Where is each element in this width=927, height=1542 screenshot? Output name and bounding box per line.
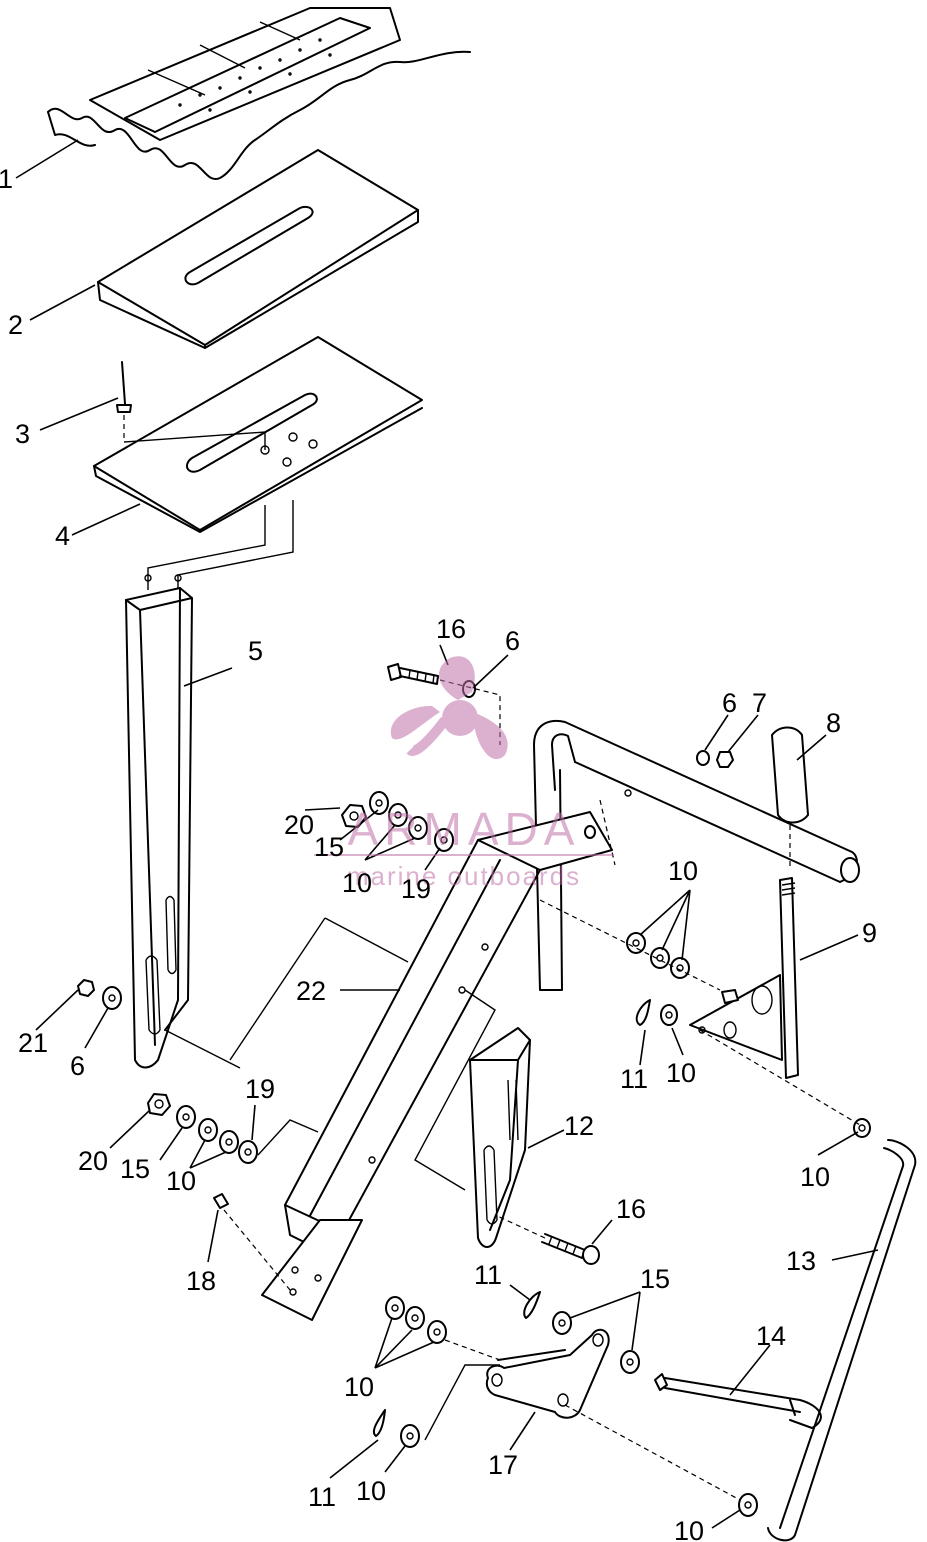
callout-10: 10 bbox=[166, 1166, 196, 1196]
callout-18: 18 bbox=[186, 1266, 216, 1296]
callout-20: 20 bbox=[78, 1146, 108, 1176]
watermark-tagline: marine outboards bbox=[347, 861, 581, 891]
callout-15: 15 bbox=[640, 1264, 670, 1294]
brand-watermark: ARMADA marine outboards bbox=[314, 656, 614, 891]
callout-19: 19 bbox=[401, 874, 431, 904]
callout-10: 10 bbox=[344, 1372, 374, 1402]
propeller-logo-icon bbox=[390, 656, 508, 760]
callout-10: 10 bbox=[674, 1516, 704, 1542]
part-cotter-pin-right bbox=[635, 999, 651, 1026]
callout-5: 5 bbox=[248, 636, 263, 666]
part-nut-washer-left bbox=[77, 979, 122, 1010]
callout-6: 6 bbox=[70, 1051, 85, 1081]
part-shift-frame bbox=[533, 720, 860, 991]
callout-15: 15 bbox=[120, 1154, 150, 1184]
callout-10: 10 bbox=[800, 1162, 830, 1192]
part-grease-fitting bbox=[213, 1193, 291, 1291]
part-floor-carpet bbox=[47, 7, 471, 181]
callout-15: 15 bbox=[314, 832, 344, 862]
callout-17: 17 bbox=[488, 1450, 518, 1480]
callout-22: 22 bbox=[296, 976, 326, 1006]
callout-16: 16 bbox=[436, 614, 466, 644]
callout-11: 11 bbox=[620, 1064, 648, 1094]
part-pad bbox=[97, 149, 419, 349]
callout-14: 14 bbox=[756, 1321, 786, 1351]
watermark-brand: ARMADA bbox=[348, 803, 581, 855]
callout-labels: 1 2 3 4 5 16 6 6 7 8 20 15 10 19 10 9 22… bbox=[0, 164, 877, 1542]
part-screw bbox=[116, 361, 132, 442]
callout-1: 1 bbox=[0, 164, 13, 194]
callout-8: 8 bbox=[826, 708, 841, 738]
part-plate bbox=[93, 336, 423, 533]
callout-11: 11 bbox=[474, 1260, 502, 1290]
part-bolt-lower bbox=[494, 1214, 600, 1265]
callout-10: 10 bbox=[356, 1476, 386, 1506]
part-hardware-stack-lower bbox=[147, 1093, 319, 1164]
callout-6: 6 bbox=[505, 626, 520, 656]
callout-2: 2 bbox=[8, 310, 23, 340]
callout-11: 11 bbox=[308, 1482, 336, 1512]
callout-19: 19 bbox=[245, 1074, 275, 1104]
callout-13: 13 bbox=[786, 1246, 816, 1276]
callout-7: 7 bbox=[752, 688, 767, 718]
part-washer-lower-right bbox=[738, 1493, 758, 1517]
callout-6: 6 bbox=[722, 688, 737, 718]
part-washer-nut-frame bbox=[696, 750, 734, 768]
callout-3: 3 bbox=[15, 419, 30, 449]
callout-21: 21 bbox=[18, 1028, 48, 1058]
callout-20: 20 bbox=[284, 810, 314, 840]
part-washers-lower-center bbox=[372, 1296, 501, 1448]
callout-12: 12 bbox=[564, 1111, 594, 1141]
callout-16: 16 bbox=[616, 1194, 646, 1224]
callout-9: 9 bbox=[862, 918, 877, 948]
part-washers-mid-right bbox=[552, 1311, 640, 1374]
part-link-rod bbox=[699, 1029, 917, 1542]
part-lever-plate bbox=[689, 877, 799, 1079]
part-cotter-pin-mid bbox=[523, 1291, 541, 1319]
callout-4: 4 bbox=[55, 521, 70, 551]
leader-lines bbox=[15, 139, 879, 1529]
part-knob bbox=[771, 726, 809, 870]
part-hardware-stack-upper bbox=[341, 791, 454, 852]
part-vertical-bracket bbox=[125, 574, 193, 1069]
part-right-bracket bbox=[469, 1027, 531, 1248]
part-washers-upper-right bbox=[539, 899, 721, 1026]
callout-10: 10 bbox=[666, 1058, 696, 1088]
part-bellcrank bbox=[485, 1328, 741, 1501]
part-shift-rod bbox=[654, 1373, 822, 1429]
callout-10: 10 bbox=[342, 868, 372, 898]
callout-10: 10 bbox=[668, 856, 698, 886]
